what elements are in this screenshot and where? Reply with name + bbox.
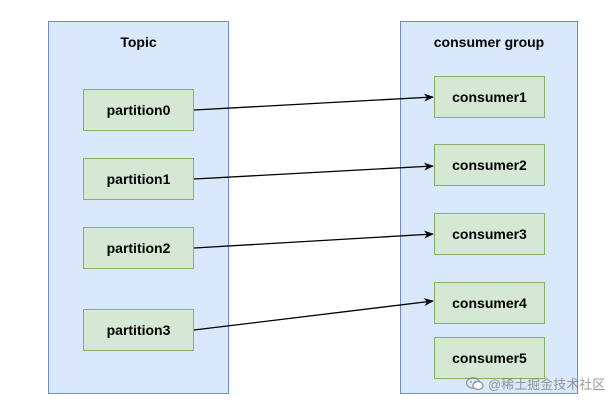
consumer-node-4: consumer4 xyxy=(434,282,545,324)
watermark: @稀土掘金技术社区 xyxy=(465,374,611,393)
edge-partition2-consumer3 xyxy=(193,230,434,249)
consumer-node-1: consumer1 xyxy=(434,76,545,118)
edge-partition0-consumer1 xyxy=(193,93,434,111)
partition-node-2: partition2 xyxy=(83,227,194,269)
edge-partition3-consumer4 xyxy=(193,298,434,331)
consumer-node-3: consumer3 xyxy=(434,213,545,255)
partition-node-0: partition0 xyxy=(83,89,194,131)
watermark-text: @稀土掘金技术社区 xyxy=(488,377,606,392)
consumer-group-container: consumer group xyxy=(400,21,578,394)
edge-partition1-consumer2 xyxy=(193,162,434,180)
partition-node-1: partition1 xyxy=(83,158,194,200)
partition-node-3: partition3 xyxy=(83,309,194,351)
consumer-node-2: consumer2 xyxy=(434,144,545,186)
topic-title: Topic xyxy=(120,34,157,50)
wechat-icon xyxy=(465,376,484,391)
consumer-node-5: consumer5 xyxy=(434,337,545,379)
consumer-group-title: consumer group xyxy=(433,34,545,50)
